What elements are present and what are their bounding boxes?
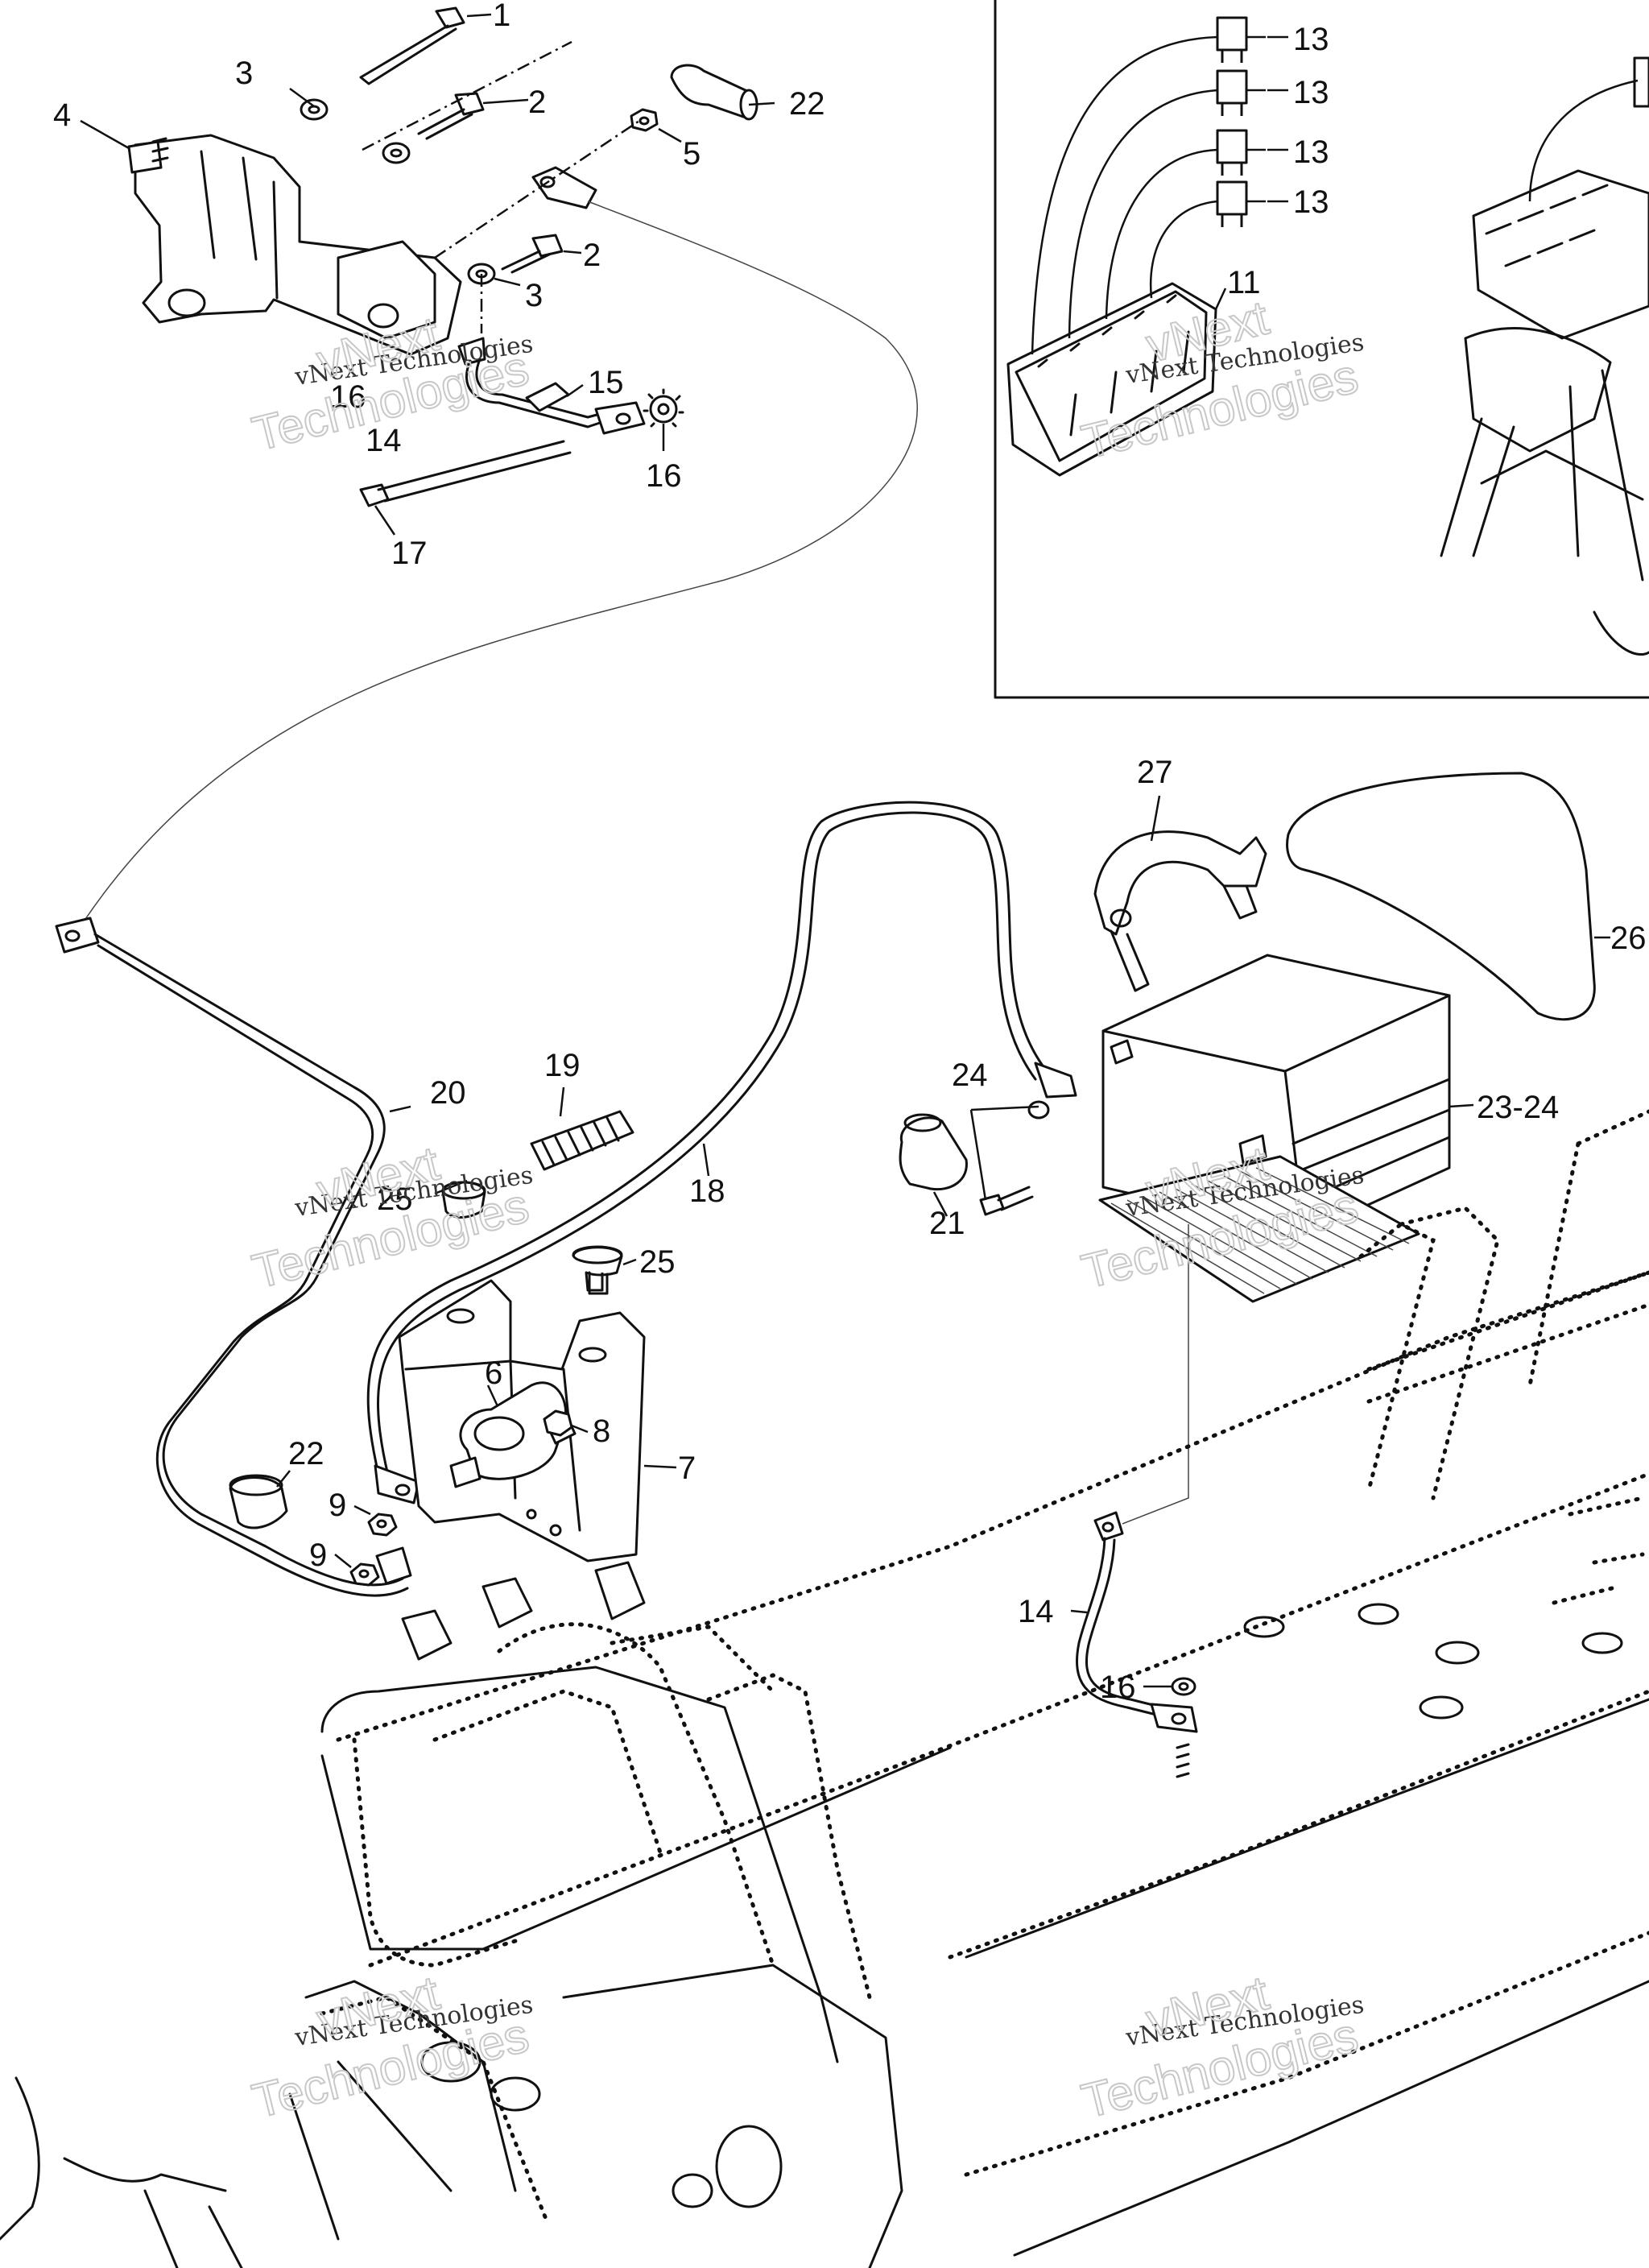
callout-label: 16 bbox=[646, 458, 682, 494]
callout-label: 19 bbox=[544, 1048, 581, 1083]
callout-label: 16 bbox=[330, 379, 366, 415]
assembly-line bbox=[1122, 1224, 1189, 1525]
callout-label: 23-24 bbox=[1477, 1090, 1559, 1125]
callout-label: 6 bbox=[485, 1355, 502, 1391]
battery-mat-part bbox=[1098, 1155, 1420, 1303]
leader-lines bbox=[80, 13, 1610, 1688]
callout-label: 16 bbox=[1100, 1670, 1136, 1705]
callout-label: 13 bbox=[1293, 184, 1329, 220]
watermark: vNext Technologies vNext Technologies vN… bbox=[246, 289, 1366, 2129]
callout-label: 7 bbox=[678, 1451, 696, 1486]
callout-label: 3 bbox=[235, 56, 253, 91]
callout-label: 13 bbox=[1293, 22, 1329, 57]
callout-label: 5 bbox=[683, 136, 701, 172]
callout-label: 13 bbox=[1293, 135, 1329, 170]
boot-part bbox=[670, 64, 758, 121]
callout-label: 9 bbox=[329, 1488, 346, 1523]
screw-part bbox=[525, 382, 570, 412]
callout-label: 22 bbox=[288, 1436, 324, 1471]
callout-label: 25 bbox=[377, 1182, 413, 1217]
callout-label: 3 bbox=[525, 278, 543, 313]
callout-label: 20 bbox=[430, 1075, 466, 1111]
callout-label: 11 bbox=[1227, 265, 1261, 300]
callout-label: 21 bbox=[929, 1206, 965, 1241]
nut-part bbox=[630, 108, 659, 132]
callout-label: 9 bbox=[309, 1538, 327, 1573]
assembly-line bbox=[434, 119, 640, 259]
battery-cable-part bbox=[55, 917, 409, 1597]
fuse-part bbox=[1216, 16, 1248, 227]
spring-part bbox=[530, 1110, 634, 1171]
nut-part bbox=[543, 1409, 573, 1437]
callout-label: 26 bbox=[1610, 921, 1647, 956]
callout-label: 2 bbox=[528, 85, 546, 120]
callout-label: 24 bbox=[952, 1057, 988, 1093]
ground-cable-part bbox=[1076, 1511, 1198, 1778]
battery-strap-part bbox=[1093, 830, 1267, 992]
callout-labels: 1 2 2 3 3 4 5 22 16 15 14 16 17 13 13 13… bbox=[53, 0, 1647, 1705]
callout-label: 17 bbox=[391, 536, 428, 571]
callout-label: 18 bbox=[689, 1173, 725, 1209]
terminal-cap-part bbox=[899, 1113, 968, 1191]
callout-label: 13 bbox=[1293, 75, 1329, 110]
callout-label: 8 bbox=[593, 1413, 610, 1449]
terminal-lug-part bbox=[531, 166, 597, 209]
fuse-box-inset bbox=[994, 0, 1649, 699]
assembly-line bbox=[80, 201, 918, 927]
battery-cover-part bbox=[1286, 772, 1596, 1021]
terminal-lug-part bbox=[375, 1546, 412, 1585]
callout-label: 14 bbox=[366, 423, 402, 458]
chassis-frame bbox=[0, 1109, 1649, 2268]
callout-label: 25 bbox=[639, 1244, 676, 1280]
lock-washer-part bbox=[643, 388, 684, 428]
callout-label: 2 bbox=[583, 238, 601, 273]
callout-label: 1 bbox=[493, 0, 510, 33]
nut-part bbox=[349, 1513, 398, 1587]
callout-label: 27 bbox=[1137, 755, 1173, 790]
starter-motor-part bbox=[127, 134, 462, 356]
assembly-line bbox=[362, 40, 572, 151]
positive-cable-part bbox=[366, 801, 1077, 1504]
ground-cable-part bbox=[457, 337, 646, 435]
callout-label: 22 bbox=[789, 86, 825, 122]
callout-label: 14 bbox=[1018, 1594, 1054, 1629]
battery-bolt-part bbox=[979, 1100, 1050, 1216]
battery-part bbox=[1101, 954, 1451, 1235]
fuse-holder-part bbox=[1006, 282, 1217, 477]
boot-part bbox=[229, 1474, 288, 1529]
bolt-part bbox=[359, 440, 572, 507]
callout-label: 15 bbox=[588, 365, 624, 400]
fuse-box-bracket-part bbox=[1440, 56, 1649, 656]
bolt-part bbox=[359, 6, 465, 85]
washer-part bbox=[1171, 1677, 1196, 1696]
callout-label: 4 bbox=[53, 97, 71, 133]
